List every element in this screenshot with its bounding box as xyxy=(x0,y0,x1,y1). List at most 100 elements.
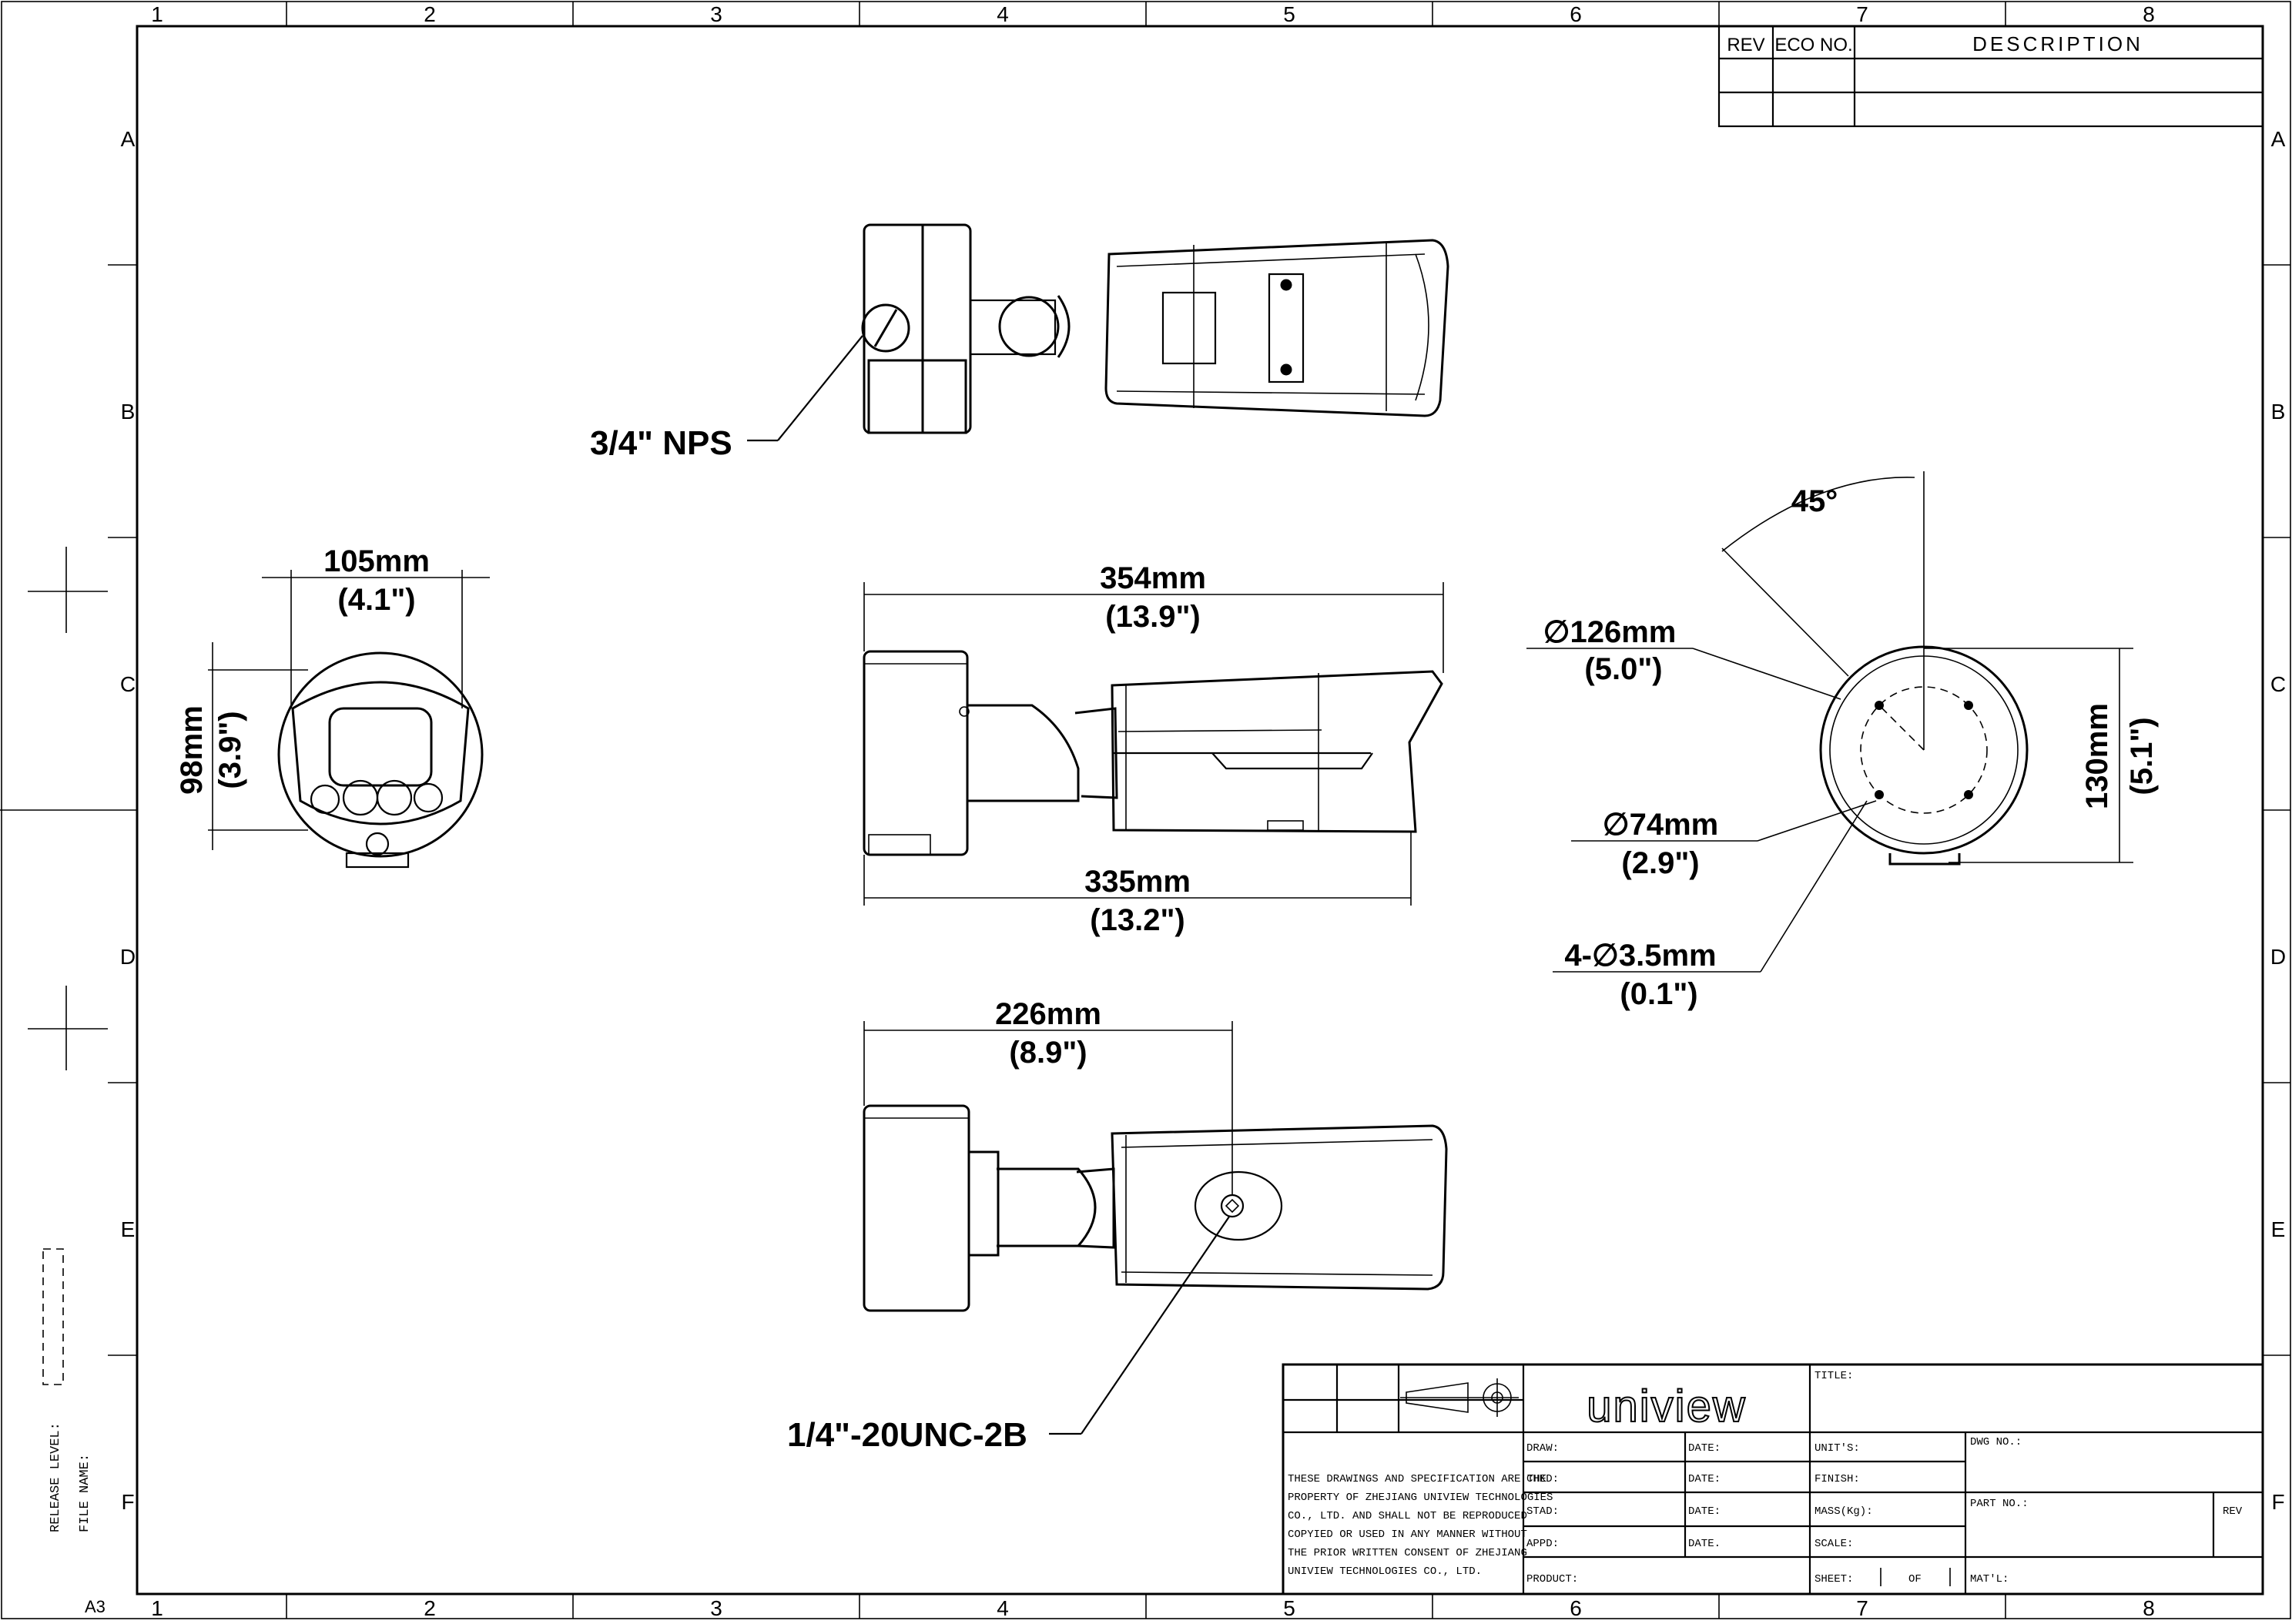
finish-label: FINISH: xyxy=(1814,1473,1860,1485)
base-diameter-mm: ∅126mm xyxy=(1543,615,1677,649)
product-label: PRODUCT: xyxy=(1526,1573,1578,1585)
angle-dimension xyxy=(1721,477,1915,677)
base-diameter-inch: (5.0") xyxy=(1584,652,1662,686)
front-height-mm: 98mm xyxy=(175,705,209,795)
title-block xyxy=(1282,1363,2264,1596)
zone-row-label: A xyxy=(121,127,136,151)
notice-line-4: COPYIED OR USED IN ANY MANNER WITHOUT xyxy=(1288,1529,1527,1541)
zone-column-label: 1 xyxy=(151,1596,163,1620)
front-width-mm: 105mm xyxy=(323,544,430,578)
zone-column-label: 5 xyxy=(1283,1596,1295,1620)
overall-length-mm: 354mm xyxy=(1100,561,1206,595)
rev-header: REV xyxy=(1727,35,1764,55)
zone-column-label: 5 xyxy=(1283,2,1295,26)
angle-label: 45° xyxy=(1791,484,1838,518)
zone-column-label: 4 xyxy=(997,2,1009,26)
zone-row-label: A xyxy=(2271,127,2286,151)
stad-label: STAD: xyxy=(1526,1505,1559,1518)
nps-leader xyxy=(777,335,863,441)
zone-column-label: 2 xyxy=(424,1596,436,1620)
notice-line-1: THESE DRAWINGS AND SPECIFICATION ARE THE xyxy=(1288,1473,1546,1485)
sheet-size-label: A3 xyxy=(85,1597,106,1616)
date-label-4: DATE. xyxy=(1688,1538,1721,1550)
date-label-3: DATE: xyxy=(1688,1505,1721,1518)
body-length-inch: (13.2") xyxy=(1090,903,1185,937)
draw-label: DRAW: xyxy=(1526,1442,1559,1455)
zone-row-label: C xyxy=(2270,672,2286,696)
notice-line-3: CO., LTD. AND SHALL NOT BE REPRODUCED xyxy=(1288,1510,1527,1522)
zone-column-label: 3 xyxy=(710,1596,722,1620)
zone-column-label: 4 xyxy=(997,1596,1009,1620)
zone-row-label: E xyxy=(121,1217,136,1241)
title-label: TITLE: xyxy=(1814,1370,1853,1382)
overall-length-inch: (13.9") xyxy=(1105,600,1200,634)
notice-line-5: THE PRIOR WRITTEN CONSENT OF ZHEJIANG xyxy=(1288,1547,1527,1559)
release-level-label: RELEASE LEVEL: xyxy=(49,1422,63,1532)
zone-column-label: 7 xyxy=(1856,1596,1868,1620)
bolt-circle-mm: ∅74mm xyxy=(1603,808,1718,842)
file-name-label: FILE NAME: xyxy=(78,1454,92,1532)
zone-column-label: 6 xyxy=(1570,1596,1582,1620)
rev-label: REV xyxy=(2223,1505,2243,1518)
overall-length-dimension xyxy=(863,582,1444,673)
zone-row-label: B xyxy=(121,400,136,424)
bottom-view xyxy=(863,1104,1448,1312)
zone-column-label: 1 xyxy=(151,2,163,26)
chkd-label: CHKD: xyxy=(1526,1473,1559,1485)
zone-column-label: 8 xyxy=(2143,2,2155,26)
bolt-circle-inch: (2.9") xyxy=(1621,846,1699,880)
zone-column-label: 7 xyxy=(1856,2,1868,26)
zone-row-label: E xyxy=(2271,1217,2286,1241)
front-view xyxy=(277,651,484,869)
zone-row-label: F xyxy=(2271,1490,2284,1514)
eco-header: ECO NO. xyxy=(1774,35,1852,55)
zone-row-label: F xyxy=(121,1490,134,1514)
body-length-dimension xyxy=(863,832,1412,906)
matl-label: MAT'L: xyxy=(1970,1573,2009,1585)
front-width-dimension xyxy=(262,570,490,708)
zone-column-label: 2 xyxy=(424,2,436,26)
zone-row-label: C xyxy=(120,672,136,696)
unc-leader xyxy=(1081,1216,1230,1435)
zone-row-label: D xyxy=(2270,945,2286,969)
nps-callout: 3/4" NPS xyxy=(590,424,732,462)
notice-line-2: PROPERTY OF ZHEJIANG UNIVIEW TECHNOLOGIE… xyxy=(1288,1492,1553,1504)
side-view xyxy=(863,650,1443,856)
zone-labels-bottom: 1 2 3 4 5 6 7 8 xyxy=(151,1596,2155,1620)
part-no-label: PART NO.: xyxy=(1970,1498,2029,1510)
zone-column-label: 8 xyxy=(2143,1596,2155,1620)
base-height-dimension xyxy=(1924,648,2133,863)
zone-labels-left: A B C D E F xyxy=(120,127,136,1514)
dwg-no-label: DWG NO.: xyxy=(1970,1436,2022,1448)
holes-mm: 4-∅3.5mm xyxy=(1564,939,1716,973)
front-width-inch: (4.1") xyxy=(337,583,415,617)
date-label-1: DATE: xyxy=(1688,1442,1721,1455)
notice-line-6: UNIVIEW TECHNOLOGIES CO., LTD. xyxy=(1288,1565,1482,1578)
zone-column-label: 3 xyxy=(710,2,722,26)
units-label: UNIT'S: xyxy=(1814,1442,1860,1455)
mass-label: MASS(Kg): xyxy=(1814,1505,1873,1518)
appd-label: APPD: xyxy=(1526,1538,1559,1550)
mount-offset-dimension xyxy=(863,1021,1233,1195)
front-height-inch: (3.9") xyxy=(213,711,247,789)
uniview-logo: uniview xyxy=(1587,1381,1746,1431)
base-height-inch: (5.1") xyxy=(2125,717,2159,795)
zone-row-label: D xyxy=(120,945,136,969)
mount-offset-inch: (8.9") xyxy=(1009,1036,1087,1070)
scale-label: SCALE: xyxy=(1814,1538,1853,1550)
sheet-label: SHEET: xyxy=(1814,1573,1853,1585)
base-view xyxy=(1819,471,2029,866)
zone-column-label: 6 xyxy=(1570,2,1582,26)
zone-labels-top: 1 2 3 4 5 6 7 8 xyxy=(151,2,2155,26)
revision-table: REV ECO NO. DESCRIPTION xyxy=(1717,25,2264,128)
base-height-mm: 130mm xyxy=(2080,703,2114,809)
top-view xyxy=(861,223,1449,434)
holes-inch: (0.1") xyxy=(1620,977,1697,1011)
of-label: OF xyxy=(1908,1573,1922,1585)
description-header: DESCRIPTION xyxy=(1972,32,2143,55)
body-length-mm: 335mm xyxy=(1084,865,1191,899)
